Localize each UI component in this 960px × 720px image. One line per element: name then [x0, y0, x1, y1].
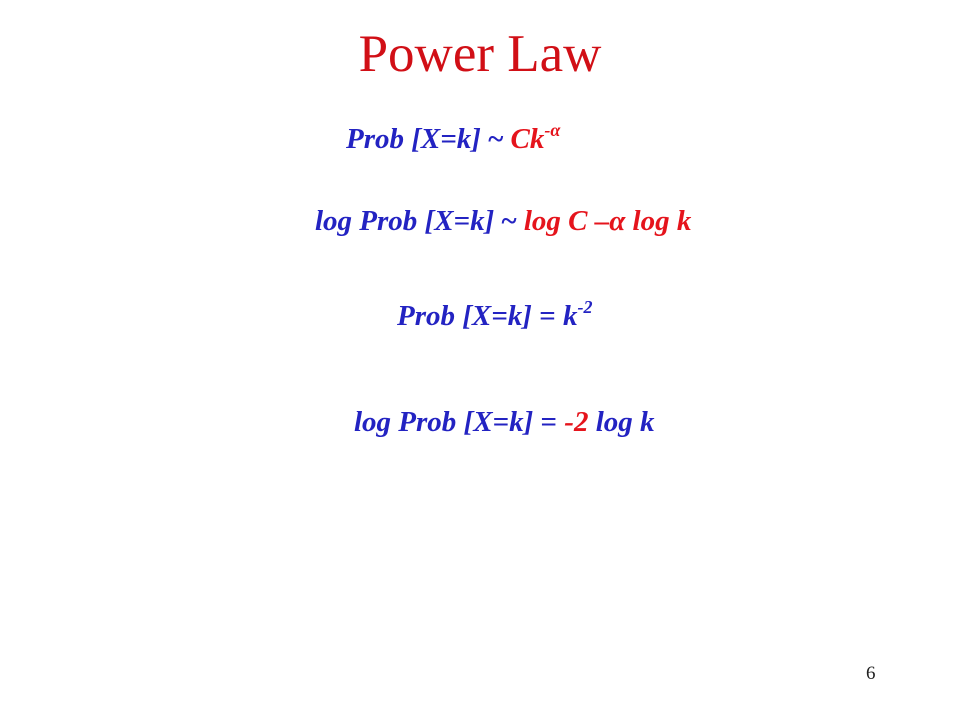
- eq3-operator: =: [531, 300, 563, 332]
- eq3-rhs-exponent: -2: [577, 297, 593, 317]
- eq4-rhs-tail: log k: [588, 406, 655, 438]
- eq4-rhs-coefficient: -2: [564, 406, 589, 438]
- page-number: 6: [866, 663, 876, 684]
- eq1-lhs: Prob [X=k]: [346, 123, 481, 155]
- equation-log-example: log Prob [X=k] = -2 log k: [354, 404, 655, 440]
- eq3-rhs-base: k: [562, 300, 578, 332]
- eq1-rhs-exponent: -α: [544, 120, 561, 140]
- eq1-operator: ~: [480, 123, 511, 155]
- eq4-lhs: log Prob [X=k]: [354, 406, 534, 438]
- equation-power-law: Prob [X=k] ~ Ck-α: [346, 121, 560, 157]
- eq2-lhs: log Prob [X=k]: [315, 205, 495, 237]
- eq1-rhs-base: Ck: [510, 123, 545, 155]
- eq4-operator: =: [533, 406, 565, 438]
- equation-example: Prob [X=k] = k-2: [397, 298, 592, 334]
- eq2-rhs: log C –α log k: [523, 205, 692, 237]
- eq2-operator: ~: [494, 205, 524, 237]
- slide-title: Power Law: [358, 25, 602, 83]
- equation-log-power-law: log Prob [X=k] ~ log C –α log k: [315, 203, 691, 239]
- eq3-lhs: Prob [X=k]: [397, 300, 532, 332]
